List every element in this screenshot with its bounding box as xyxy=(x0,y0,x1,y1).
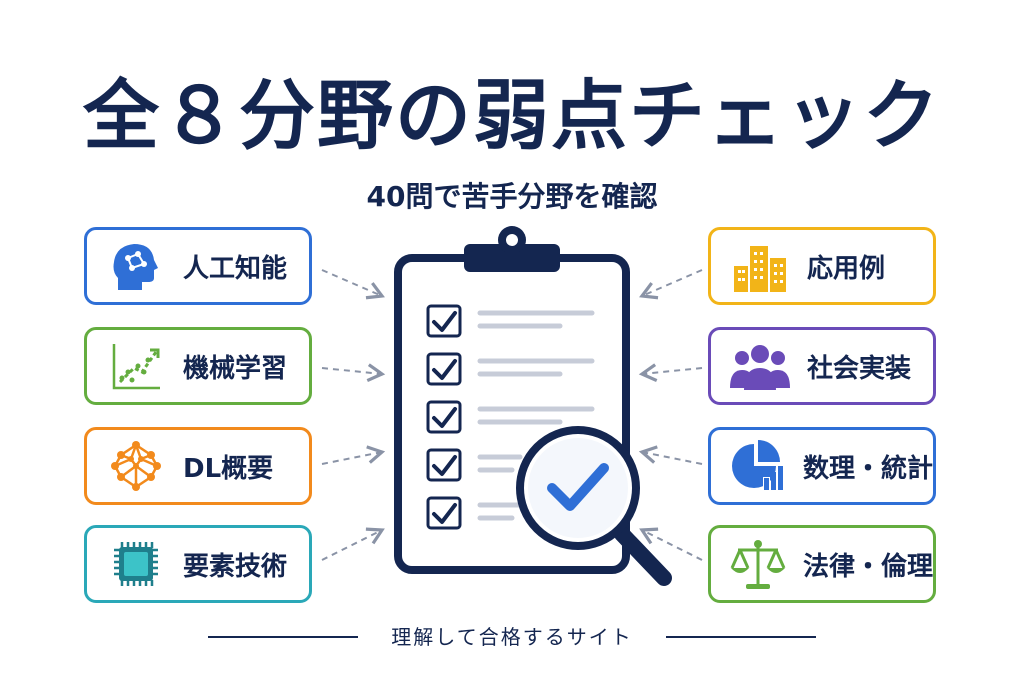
card-element-tech: 要素技術 xyxy=(84,525,312,603)
card-label: 法律・倫理 xyxy=(802,551,933,582)
card-label: 応用例 xyxy=(807,253,886,284)
card-ai: 人工知能 xyxy=(84,227,312,305)
page-title: 全８分野の弱点チェック xyxy=(83,71,941,160)
neural-network-icon xyxy=(101,431,171,501)
footer-text: 理解して合格するサイト xyxy=(391,625,633,649)
pie-chart-icon xyxy=(725,431,791,501)
footer-line-right xyxy=(666,636,816,638)
card-law-ethics: 法律・倫理 xyxy=(708,525,936,603)
footer: 理解して合格するサイト xyxy=(0,622,1024,652)
page-subtitle: 40問で苦手分野を確認 xyxy=(366,180,658,213)
scales-icon xyxy=(725,529,791,599)
brain-head-icon xyxy=(101,231,171,301)
chip-icon xyxy=(101,529,171,599)
card-math-stats: 数理・統計 xyxy=(708,427,936,505)
growth-chart-icon xyxy=(101,331,171,401)
card-machine-learning: 機械学習 xyxy=(84,327,312,405)
card-label: 社会実装 xyxy=(807,353,912,384)
card-applications: 応用例 xyxy=(708,227,936,305)
card-label: 機械学習 xyxy=(183,353,288,384)
footer-line-left xyxy=(208,636,358,638)
card-label: 要素技術 xyxy=(183,551,288,582)
buildings-icon xyxy=(725,231,795,301)
people-icon xyxy=(725,331,795,401)
card-label: 人工知能 xyxy=(183,253,288,284)
card-label: 数理・統計 xyxy=(802,453,933,484)
card-label: DL概要 xyxy=(183,453,274,484)
dashed-arrows xyxy=(321,269,703,561)
checklist xyxy=(426,304,595,530)
card-deep-learning: DL概要 xyxy=(84,427,312,505)
card-social-implementation: 社会実装 xyxy=(708,327,936,405)
magnifier-icon xyxy=(516,426,672,586)
